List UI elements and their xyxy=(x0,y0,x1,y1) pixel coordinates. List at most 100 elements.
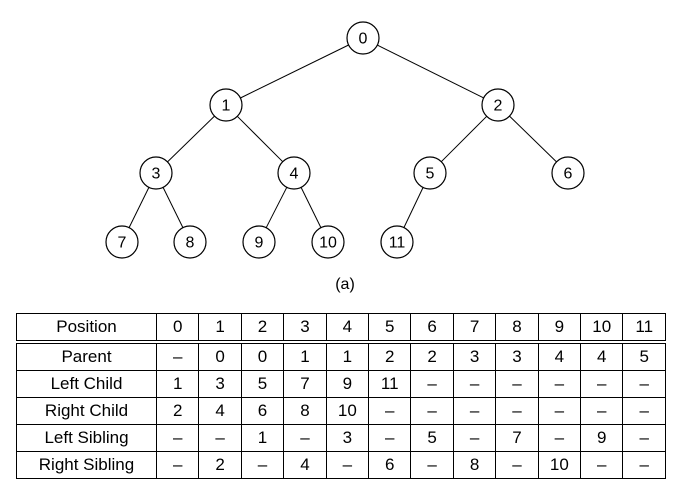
table-cell: – xyxy=(155,341,200,371)
edge-0-2 xyxy=(377,44,484,99)
tree-node-5: 5 xyxy=(413,156,447,190)
header-position-11: 11 xyxy=(622,313,666,344)
header-position-8: 8 xyxy=(495,313,539,344)
header-position-1: 1 xyxy=(198,313,242,344)
node-label: 0 xyxy=(359,31,368,48)
row-label: Right Child xyxy=(16,397,157,425)
table-cell: 7 xyxy=(495,424,539,452)
table-cell: 0 xyxy=(198,341,242,371)
table-cell: 4 xyxy=(537,341,582,371)
table-cell: 7 xyxy=(283,370,327,398)
table-cell: – xyxy=(198,424,242,452)
table-cell: – xyxy=(580,451,624,479)
table-cell: – xyxy=(495,370,539,398)
edge-3-7 xyxy=(128,187,150,228)
header-position-3: 3 xyxy=(283,313,327,344)
table-cell: – xyxy=(622,370,666,398)
table-cell: 4 xyxy=(580,341,624,371)
tree-node-4: 4 xyxy=(277,156,311,190)
header-position-label: Position xyxy=(16,313,157,344)
table-cell: – xyxy=(495,451,539,479)
table-cell: – xyxy=(495,397,539,425)
table-cell: – xyxy=(622,424,666,452)
header-position-6: 6 xyxy=(410,313,454,344)
table-cell: – xyxy=(580,370,624,398)
tree-node-8: 8 xyxy=(173,225,207,259)
table-cell: 2 xyxy=(198,451,242,479)
node-label: 6 xyxy=(564,166,573,183)
table-cell: – xyxy=(410,370,454,398)
header-position-5: 5 xyxy=(368,313,412,344)
edge-0-1 xyxy=(240,44,349,99)
row-label: Parent xyxy=(16,341,157,371)
table-cell: 4 xyxy=(283,451,327,479)
node-circle xyxy=(209,88,243,122)
tree-node-11: 11 xyxy=(380,225,414,259)
node-label: 4 xyxy=(290,166,299,183)
node-circle xyxy=(173,225,207,259)
node-circle xyxy=(380,225,414,259)
table-cell: – xyxy=(240,451,285,479)
node-circle xyxy=(242,225,276,259)
node-circle xyxy=(551,156,585,190)
node-label: 8 xyxy=(186,235,195,252)
table-cell: 1 xyxy=(240,424,285,452)
node-circle xyxy=(311,225,345,259)
header-position-10: 10 xyxy=(580,313,624,344)
table-cell: 2 xyxy=(368,341,412,371)
node-circle xyxy=(346,21,380,55)
node-label: 9 xyxy=(255,235,264,252)
table-cell: – xyxy=(537,370,582,398)
table-cell: – xyxy=(410,397,454,425)
header-position-9: 9 xyxy=(537,313,582,344)
table-cell: 6 xyxy=(240,397,285,425)
edge-1-4 xyxy=(236,115,284,163)
node-label: 5 xyxy=(426,166,435,183)
table-cell: – xyxy=(283,424,327,452)
edge-3-8 xyxy=(162,187,184,228)
edge-2-6 xyxy=(509,115,557,163)
tree-node-7: 7 xyxy=(105,225,139,259)
row-label: Left Sibling xyxy=(16,424,157,452)
table-cell: – xyxy=(452,397,497,425)
node-circle xyxy=(139,156,173,190)
table-cell: – xyxy=(410,451,454,479)
header-position-7: 7 xyxy=(452,313,497,344)
table-cell: – xyxy=(537,397,582,425)
edge-4-9 xyxy=(265,187,288,228)
table-cell: 3 xyxy=(452,341,497,371)
row-label: Left Child xyxy=(16,370,157,398)
row-label: Right Sibling xyxy=(16,451,157,479)
table-cell: – xyxy=(368,397,412,425)
table-cell: 0 xyxy=(240,341,285,371)
table-cell: 1 xyxy=(283,341,327,371)
node-label: 10 xyxy=(319,235,337,252)
table-row: Right Sibling–2–4–6–8–10–– xyxy=(16,451,666,479)
table-cell: 5 xyxy=(240,370,285,398)
tree-node-3: 3 xyxy=(139,156,173,190)
edge-5-11 xyxy=(403,187,424,228)
node-label: 3 xyxy=(152,166,161,183)
tree-node-10: 10 xyxy=(311,225,345,259)
node-circle xyxy=(413,156,447,190)
table-cell: 11 xyxy=(368,370,412,398)
table-cell: – xyxy=(325,451,370,479)
table-cell: – xyxy=(622,397,666,425)
table-cell: 5 xyxy=(622,341,666,371)
header-position-2: 2 xyxy=(240,313,285,344)
header-position-4: 4 xyxy=(325,313,370,344)
table-cell: – xyxy=(580,397,624,425)
node-circle xyxy=(105,225,139,259)
table-cell: – xyxy=(452,424,497,452)
table-cell: 3 xyxy=(495,341,539,371)
table-cell: 2 xyxy=(410,341,454,371)
edge-4-10 xyxy=(300,187,322,228)
table-cell: 9 xyxy=(325,370,370,398)
table-cell: 6 xyxy=(368,451,412,479)
table-cell: 8 xyxy=(283,397,327,425)
